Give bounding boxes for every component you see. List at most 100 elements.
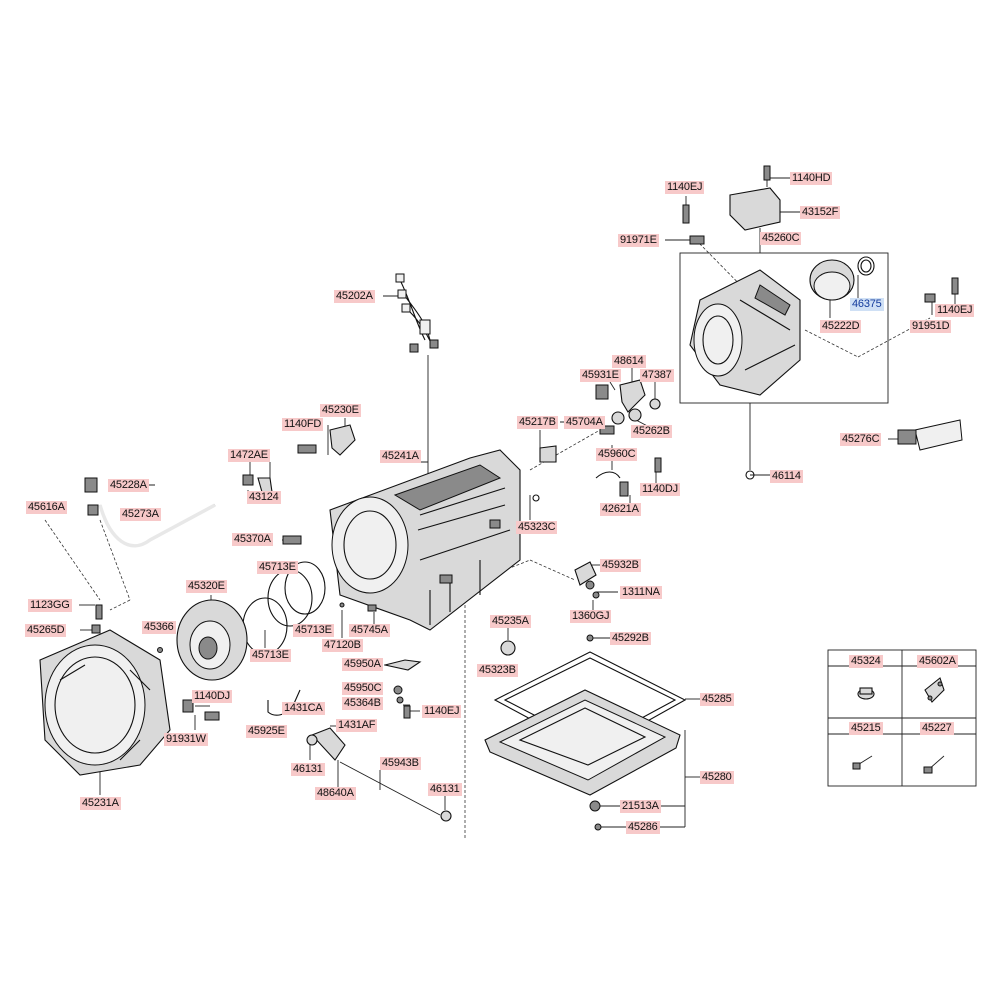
part-label[interactable]: 45323B [477,664,518,677]
cover-part [729,187,781,231]
part-label[interactable]: 43152F [800,206,841,219]
inset-label[interactable]: 45324 [849,655,883,668]
bracket-45230E [329,424,356,456]
plug-45292B [586,634,594,642]
inset-label[interactable]: 45602A [917,655,958,668]
bushing-46131b [440,810,452,822]
part-label[interactable]: 43124 [247,491,281,504]
part-label[interactable]: 47120B [322,639,363,652]
part-label[interactable]: 46131 [428,783,462,796]
part-label[interactable]: 45235A [490,615,531,628]
part-label[interactable]: 45323C [516,521,558,534]
roller-45950C [393,685,403,695]
part-label[interactable]: 45366 [142,621,176,634]
part-label[interactable]: 1140DJ [192,690,232,703]
part-label[interactable]: 45217B [517,416,558,429]
part-label[interactable]: 1140HD [790,172,833,185]
part-label[interactable]: 1140EJ [935,304,975,317]
inset-label[interactable]: 45227 [920,722,954,735]
part-label[interactable]: 45616A [26,501,67,514]
part-label[interactable]: 45262B [631,425,672,438]
extension-group-frame [679,252,889,404]
clip-45745A [367,604,377,612]
part-label[interactable]: 45276C [840,433,882,446]
part-label[interactable]: 45280 [700,771,734,784]
sensor-bolt [682,204,690,224]
part-label[interactable]: 45222D [820,320,862,333]
converter-housing [39,629,171,776]
part-label[interactable]: 45713E [257,561,298,574]
o-ring-46114 [745,470,755,480]
part-label[interactable]: 45241A [380,450,421,463]
clip-43124 [257,477,273,493]
rod-45943B [339,761,441,816]
inset-grid [827,649,977,787]
part-label[interactable]: 45943B [380,757,421,770]
right-sensor [924,293,936,303]
screw-icon [852,755,873,770]
part-label[interactable]: 1360GJ [570,610,612,623]
part-label[interactable]: 45228A [108,479,149,492]
part-label[interactable]: 45745A [349,624,390,637]
bushing-46131 [306,734,318,746]
sealant-tube [897,419,963,451]
part-label[interactable]: 45285 [700,693,734,706]
lever-48640A [311,727,346,761]
part-label[interactable]: 45292B [610,632,651,645]
part-label[interactable]: 45713E [250,649,291,662]
part-label[interactable]: 45931E [580,369,621,382]
bolt-1140FD [297,444,317,454]
part-label[interactable]: 1472AE [228,449,270,462]
part-label[interactable]: 45364B [342,697,383,710]
part-label[interactable]: 48640A [315,787,356,800]
part-label[interactable]: 46114 [770,470,803,483]
part-label[interactable]: 45231A [80,797,121,810]
bushing-and-seal [809,256,875,301]
part-label[interactable]: 91951D [910,320,952,333]
inset-label[interactable]: 45215 [849,722,883,735]
part-label[interactable]: 1431AF [336,719,378,732]
part-label[interactable]: 1140EJ [665,181,705,194]
part-label[interactable]: 45932B [600,559,641,572]
part-label[interactable]: 45286 [626,821,660,834]
part-label[interactable]: 45320E [186,580,227,593]
part-label[interactable]: 45230E [320,404,361,417]
part-label[interactable]: 45202A [334,290,375,303]
part-label[interactable]: 45713E [293,624,334,637]
part-label[interactable]: 1140EJ [422,705,462,718]
plug-45323B [500,640,516,656]
part-label[interactable]: 45265D [25,624,67,637]
part-label[interactable]: 46131 [291,763,325,776]
sensor-91931W [182,699,194,713]
pin-47120B [339,602,345,608]
part-label[interactable]: 45950C [342,682,384,695]
part-label[interactable]: 45704A [564,416,605,429]
part-label[interactable]: 48614 [612,355,646,368]
part-label[interactable]: 45273A [120,508,161,521]
part-label[interactable]: 45950A [342,658,383,671]
part-label[interactable]: 1140FD [282,418,324,431]
part-label[interactable]: 21513A [620,800,661,813]
oil-pump [176,599,248,681]
part-label[interactable]: 1431CA [282,702,325,715]
part-label[interactable]: 91931W [164,733,208,746]
manual-lever-group [539,379,662,497]
part-label[interactable]: 46375 [850,298,884,311]
part-label[interactable]: 1311NA [620,586,662,599]
part-label[interactable]: 45960C [596,448,638,461]
cap-1472AE [242,474,254,486]
part-label[interactable]: 45370A [232,533,273,546]
right-bolt [951,277,959,295]
part-label[interactable]: 42621A [600,503,641,516]
bolt-1140DJ [204,711,220,721]
part-label[interactable]: 45925E [246,725,287,738]
part-label[interactable]: 45260C [760,232,802,245]
part-label[interactable]: 91971E [618,234,659,247]
part-label[interactable]: 1140DJ [640,483,680,496]
sensor-part [689,235,705,245]
part-label[interactable]: 1123GG [28,599,72,612]
part-label[interactable]: 47387 [640,369,674,382]
plug-45323C [532,494,540,502]
